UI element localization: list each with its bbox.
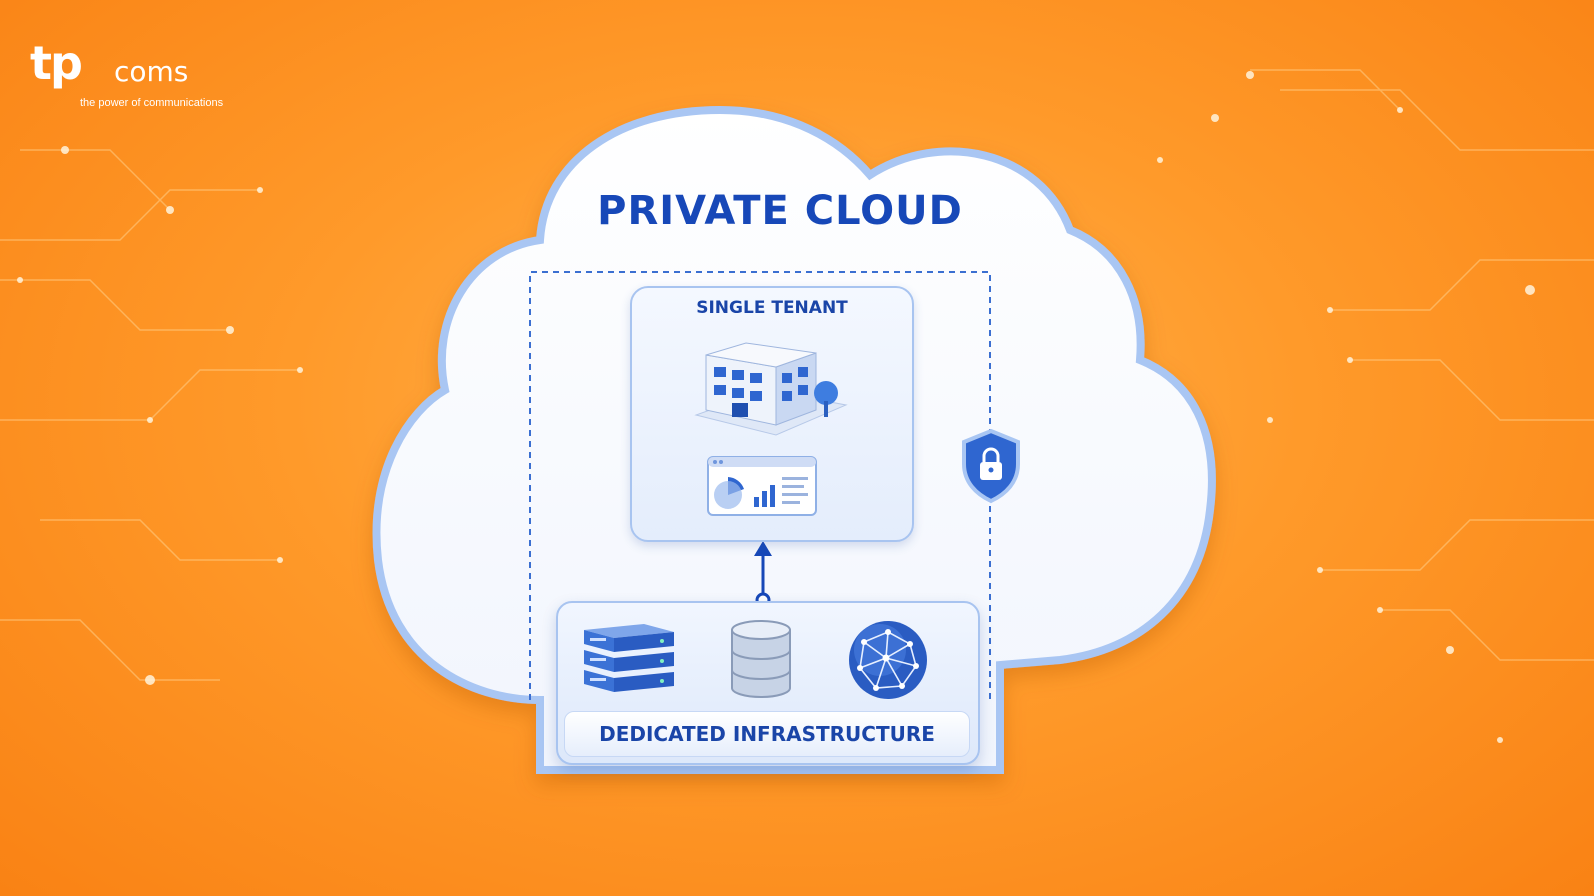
database-icon	[731, 620, 791, 698]
dashboard-icon	[707, 456, 817, 516]
dedicated-infrastructure-label: DEDICATED INFRASTRUCTURE	[599, 722, 935, 746]
logo-wordmark: coms	[114, 55, 189, 88]
building-icon	[694, 342, 848, 436]
diagram-title: PRIVATE CLOUD	[597, 188, 963, 234]
tpcoms-logo: tp coms the power of communications	[30, 36, 223, 120]
shield-lock-icon	[962, 428, 1020, 504]
server-icon	[584, 624, 674, 692]
single-tenant-label: SINGLE TENANT	[696, 298, 848, 318]
globe-network-icon	[849, 621, 927, 699]
infrastructure-label-bar: DEDICATED INFRASTRUCTURE	[564, 711, 970, 757]
logo-mark: tp	[30, 36, 83, 90]
logo-tagline: the power of communications	[80, 97, 224, 109]
